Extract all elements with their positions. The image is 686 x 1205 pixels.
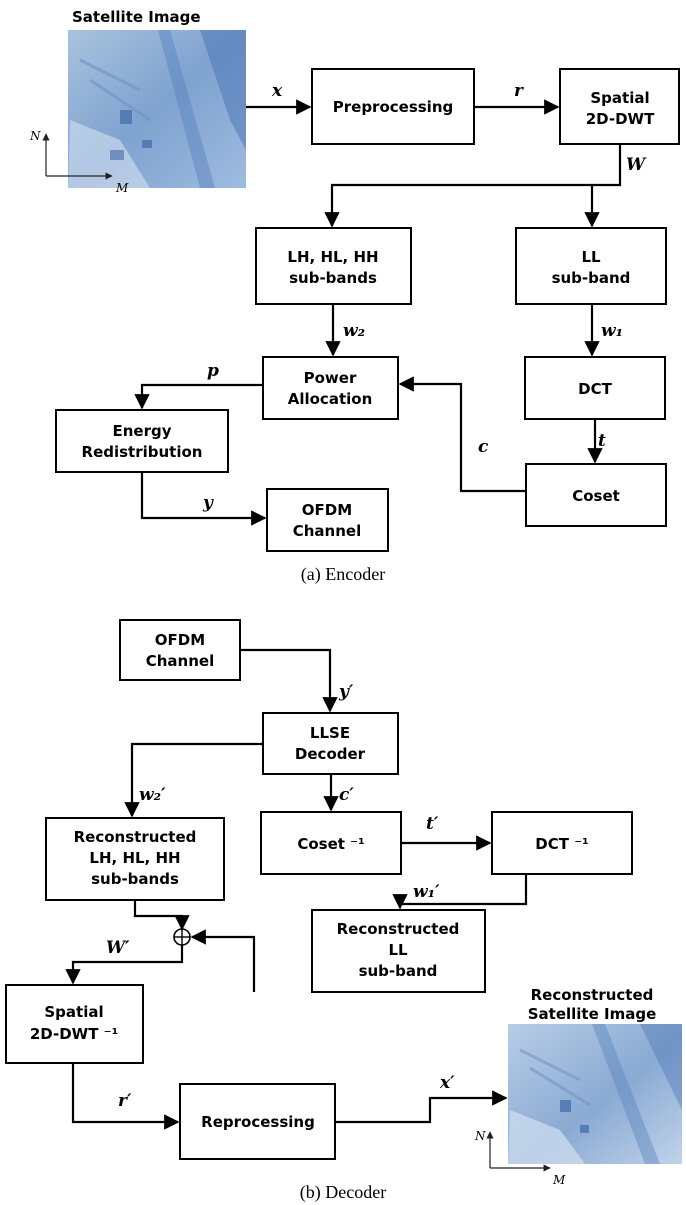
signal-W-prime: W′ xyxy=(106,938,130,958)
arrow-high-to-sum xyxy=(133,900,190,931)
satellite-image xyxy=(68,30,246,188)
arrow-y xyxy=(140,472,267,526)
signal-w2-prime: w₂′ xyxy=(139,785,166,805)
spatial-dwt-label-2: 2D-DWT xyxy=(586,110,655,128)
high-subbands-label-1: LH, HL, HH xyxy=(287,248,378,266)
recon-high-label-3: sub-bands xyxy=(91,870,179,888)
coset-inv-label: Coset ⁻¹ xyxy=(297,835,364,853)
decoder-caption: (b) Decoder xyxy=(300,1182,386,1203)
ofdm-channel-box-decoder: OFDM Channel xyxy=(119,619,241,681)
axis-indicator-output: N M xyxy=(474,1129,566,1187)
recon-image-title-2: Satellite Image xyxy=(528,1005,657,1023)
encoder-caption: (a) Encoder xyxy=(301,564,385,585)
encoder-connectors xyxy=(134,99,622,526)
energy-redistribution-label-1: Energy xyxy=(112,422,171,440)
ofdm-channel-label-2: Channel xyxy=(293,522,361,540)
dct-inv-label: DCT ⁻¹ xyxy=(535,835,588,853)
signal-c-prime: c′ xyxy=(339,785,354,805)
energy-redistribution-label-2: Redistribution xyxy=(82,443,203,461)
arrow-p xyxy=(134,383,263,410)
spatial-dwt-box: Spatial 2D-DWT xyxy=(559,68,680,145)
reprocessing-label: Reprocessing xyxy=(201,1113,315,1131)
coset-inverse-box: Coset ⁻¹ xyxy=(260,811,402,875)
arrow-w2-prime xyxy=(124,742,263,818)
ll-subband-label-1: LL xyxy=(581,248,601,266)
signal-x-prime: x′ xyxy=(439,1073,455,1093)
recon-ll-subband-box: Reconstructed LL sub-band xyxy=(311,909,486,993)
recon-high-label-1: Reconstructed xyxy=(74,828,197,846)
coset-label: Coset xyxy=(572,487,620,505)
arrow-w-to-high xyxy=(324,144,622,228)
arrow-ll-to-sum xyxy=(190,929,256,992)
summation-node xyxy=(173,928,191,946)
signal-t-prime: t′ xyxy=(426,814,439,834)
ofdm-channel-box-encoder: OFDM Channel xyxy=(266,488,389,552)
coset-box: Coset xyxy=(525,463,667,527)
dct-label: DCT xyxy=(578,380,612,398)
satellite-image-title: Satellite Image xyxy=(72,8,201,26)
signal-r-prime: r′ xyxy=(118,1091,132,1111)
high-subbands-box: LH, HL, HH sub-bands xyxy=(255,227,412,305)
energy-redistribution-box: Energy Redistribution xyxy=(55,409,229,473)
dec-axis-label-m: M xyxy=(552,1173,566,1187)
high-subbands-label-2: sub-bands xyxy=(289,269,377,287)
ofdm-channel-label-1: OFDM xyxy=(302,501,352,519)
reconstructed-satellite-image xyxy=(508,1024,682,1164)
ll-subband-label-2: sub-band xyxy=(552,269,631,287)
signal-w1-prime: w₁′ xyxy=(413,882,440,902)
spatial-dwt-inv-label-1: Spatial xyxy=(44,1003,103,1021)
reprocessing-box: Reprocessing xyxy=(179,1083,336,1160)
dct-inverse-box: DCT ⁻¹ xyxy=(491,811,633,875)
llse-decoder-box: LLSE Decoder xyxy=(262,712,399,775)
axis-indicator-input: N M xyxy=(29,129,129,195)
recon-ll-label-2: LL xyxy=(388,941,408,959)
signal-w2: w₂ xyxy=(343,321,365,341)
preprocessing-label: Preprocessing xyxy=(333,98,453,116)
preprocessing-box: Preprocessing xyxy=(311,68,475,145)
llse-label-1: LLSE xyxy=(310,724,350,742)
llse-label-2: Decoder xyxy=(295,745,366,763)
signal-y-prime: y′ xyxy=(338,682,354,702)
arrow-r-prime xyxy=(71,1063,180,1130)
power-allocation-label-1: Power xyxy=(304,369,357,387)
signal-c: c xyxy=(478,437,489,457)
recon-ll-label-3: sub-band xyxy=(359,962,438,980)
dec-axis-label-n: N xyxy=(474,1129,486,1143)
axis-label-m: M xyxy=(115,181,129,195)
spatial-dwt-inverse-box: Spatial 2D-DWT ⁻¹ xyxy=(5,984,144,1064)
power-allocation-label-2: Allocation xyxy=(288,390,373,408)
decoder-connectors xyxy=(65,648,528,1130)
recon-high-label-2: LH, HL, HH xyxy=(89,849,180,867)
power-allocation-box: Power Allocation xyxy=(262,356,399,420)
axis-label-n: N xyxy=(29,129,41,143)
signal-w1: w₁ xyxy=(601,321,623,341)
arrow-W-prime xyxy=(65,945,184,985)
recon-ll-label-1: Reconstructed xyxy=(337,920,460,938)
arrow-y-prime xyxy=(240,648,338,713)
ll-subband-box: LL sub-band xyxy=(515,227,667,305)
signal-t: t xyxy=(598,431,606,451)
dct-box: DCT xyxy=(524,356,666,420)
signal-W: W xyxy=(626,155,647,175)
signal-y: y xyxy=(202,493,214,513)
recon-high-subbands-box: Reconstructed LH, HL, HH sub-bands xyxy=(45,817,225,901)
signal-x: x xyxy=(271,81,283,101)
arrow-c xyxy=(398,376,526,493)
arrow-w1-prime xyxy=(392,874,528,910)
recon-image-title-1: Reconstructed xyxy=(531,986,654,1004)
signal-p: p xyxy=(207,361,219,381)
spatial-dwt-inv-label-2: 2D-DWT ⁻¹ xyxy=(30,1025,118,1043)
signal-r: r xyxy=(514,81,524,101)
arrow-x-prime xyxy=(335,1090,508,1124)
dec-ofdm-label-2: Channel xyxy=(146,652,214,670)
spatial-dwt-label-1: Spatial xyxy=(590,89,649,107)
dec-ofdm-label-1: OFDM xyxy=(155,631,205,649)
